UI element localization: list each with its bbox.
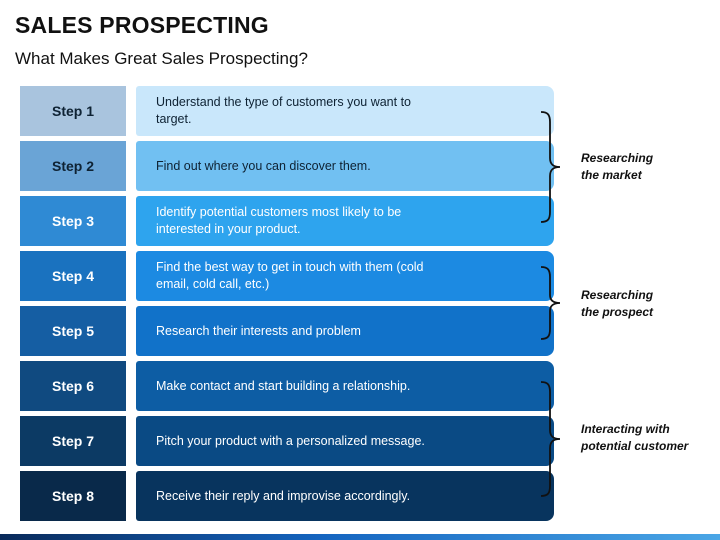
- step-description: Research their interests and problem: [136, 306, 554, 356]
- group-label-line: Researching: [581, 151, 654, 165]
- step-description-text: Find out where you can discover them.: [156, 158, 371, 173]
- step-label: Step 4: [20, 251, 126, 301]
- step-description: Find out where you can discover them.: [136, 141, 554, 191]
- step-description: Make contact and start building a relati…: [136, 361, 554, 411]
- group-label-prospect: Researching the prospect: [581, 287, 653, 321]
- step-description: Identify potential customers most likely…: [136, 196, 554, 246]
- step-label: Step 8: [20, 471, 126, 521]
- group-label-line: potential customer: [581, 439, 689, 454]
- step-description-text: Find the best way to get in touch with t…: [156, 260, 424, 291]
- step-description-text: Research their interests and problem: [156, 323, 361, 338]
- step-label: Step 6: [20, 361, 126, 411]
- step-label: Step 1: [20, 86, 126, 136]
- page-subtitle: What Makes Great Sales Prospecting?: [15, 49, 308, 68]
- group-bracket-market: [540, 111, 561, 223]
- page-title: SALES PROSPECTING: [15, 12, 269, 38]
- step-description: Pitch your product with a personalized m…: [136, 416, 554, 466]
- step-label: Step 5: [20, 306, 126, 356]
- group-label-line: the market: [581, 168, 642, 183]
- step-description: Find the best way to get in touch with t…: [136, 251, 554, 301]
- step-description-text: Identify potential customers most likely…: [156, 205, 402, 236]
- step-description: Receive their reply and improvise accord…: [136, 471, 554, 521]
- group-bracket-interacting: [540, 381, 561, 497]
- group-bracket-prospect: [540, 266, 561, 340]
- step-label: Step 3: [20, 196, 126, 246]
- group-label-line: the prospect: [581, 305, 654, 320]
- step-description-text: Receive their reply and improvise accord…: [156, 488, 411, 503]
- step-label: Step 7: [20, 416, 126, 466]
- step-description-text: Make contact and start building a relati…: [156, 378, 411, 393]
- step-description-text: Pitch your product with a personalized m…: [156, 433, 425, 448]
- footer-accent-bar: [0, 534, 720, 540]
- step-description: Understand the type of customers you wan…: [136, 86, 554, 136]
- group-label-line: Interacting with: [581, 422, 670, 436]
- step-label: Step 2: [20, 141, 126, 191]
- group-label-line: Researching: [581, 288, 654, 302]
- group-label-market: Researching the market: [581, 150, 653, 184]
- step-description-text: Understand the type of customers you wan…: [156, 95, 411, 126]
- group-label-interacting: Interacting with potential customer: [581, 421, 688, 455]
